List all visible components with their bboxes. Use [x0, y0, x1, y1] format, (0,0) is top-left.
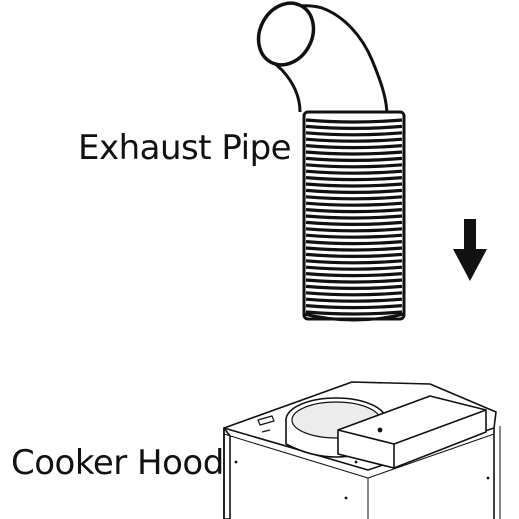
- pipe-ring: [305, 272, 403, 278]
- arrow-down-icon: [453, 219, 487, 281]
- motor-box: [337, 395, 487, 469]
- pipe-corrugation: [305, 118, 403, 316]
- exhaust-pipe-label: Exhaust Pipe: [78, 128, 292, 168]
- exhaust-pipe: [256, 1, 406, 322]
- pipe-ring: [305, 182, 403, 188]
- hood-left-side: [223, 427, 231, 519]
- pipe-ring: [305, 156, 403, 162]
- pipe-ring: [305, 220, 403, 226]
- pipe-ring: [305, 150, 403, 156]
- pipe-ring: [305, 284, 403, 290]
- pipe-ring: [305, 227, 403, 233]
- pipe-ring: [305, 176, 403, 182]
- pipe-ring: [305, 169, 403, 175]
- pipe-ring: [305, 208, 403, 214]
- pipe-ring: [305, 144, 403, 150]
- pipe-ring: [305, 246, 403, 252]
- pipe-ring: [305, 118, 403, 124]
- pipe-ring: [305, 310, 403, 316]
- pipe-ring: [305, 278, 403, 284]
- pipe-ring: [305, 195, 403, 201]
- pipe-opening: [256, 1, 316, 67]
- pipe-ring: [305, 201, 403, 207]
- pipe-ring: [305, 259, 403, 265]
- pipe-ring: [305, 297, 403, 303]
- pipe-ring: [305, 304, 403, 310]
- pipe-ring: [305, 188, 403, 194]
- pipe-ring: [305, 233, 403, 239]
- pipe-bottom-edge: [303, 312, 405, 322]
- pipe-ring: [305, 240, 403, 246]
- pipe-ring: [305, 124, 403, 130]
- pipe-ring: [305, 214, 403, 220]
- cooker-hood-label: Cooker Hood: [11, 443, 224, 483]
- cooker-hood: [223, 381, 501, 519]
- pipe-ring: [305, 137, 403, 143]
- pipe-ring: [305, 163, 403, 169]
- pipe-ring: [305, 265, 403, 271]
- pipe-ring: [305, 291, 403, 297]
- pipe-ring: [305, 131, 403, 137]
- pipe-ring: [305, 252, 403, 258]
